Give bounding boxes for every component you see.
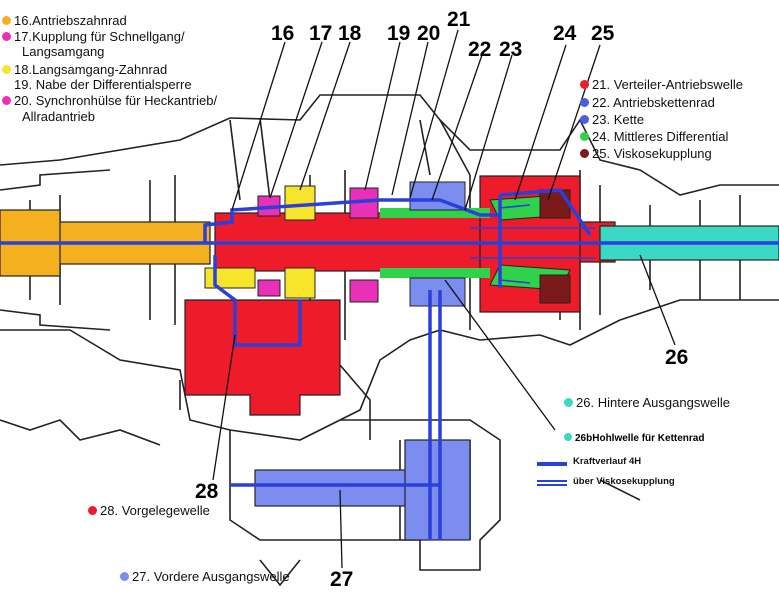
callout-19: 19 [387,22,411,45]
legend-24-dot [580,132,589,141]
flow-legend-visco: über Viskosekupplung [573,476,675,487]
legend-21-dot [580,80,589,89]
callout-22: 22 [468,38,492,61]
legend-25: 25. Viskosekupplung [580,147,712,161]
label-28-dot [88,506,97,515]
power-flow-4h [0,188,779,540]
legend-20: 20. Synchronhülse für Heckantrieb/ [2,94,217,108]
legend-22: 22. Antriebskettenrad [580,96,715,110]
flow-legend-4h: Kraftverlauf 4H [573,456,642,467]
flow-legend-visco-line [537,480,567,486]
flow-legend-4h-line [537,462,567,466]
label-27-dot [120,572,129,581]
label-28: 28. Vorgelegewelle [88,504,210,518]
callout-24: 24 [553,22,577,45]
callout-17: 17 [309,22,333,45]
legend-22-dot [580,98,589,107]
legend-25-dot [580,149,589,158]
legend-18: 18.Langsamgang-Zahnrad [2,63,167,77]
callout-26: 26 [665,346,689,369]
legend-20-dot [2,96,11,105]
viscous-coupling [539,189,571,219]
label-26-dot [564,398,573,407]
legend-23: 23. Kette [580,113,644,127]
countershaft [184,299,341,416]
label-26b: 26bHohlwelle für Kettenrad [564,428,704,446]
callout-20: 20 [417,22,441,45]
leader-lines [212,29,676,569]
legend-20-cont: Allradantrieb [22,109,95,124]
legend-17-cont: Langsamgang [22,44,105,59]
legend-17: 17.Kupplung für Schnellgang/ [2,30,185,44]
callout-27: 27 [330,568,354,591]
label-27: 27. Vordere Ausgangswelle [120,570,290,584]
legend-21: 21. Verteiler-Antriebswelle [580,78,743,92]
legend-16: 16.Antriebszahnrad [2,14,127,28]
label-26b-dot [564,433,572,441]
legend-19: 19. Nabe der Differentialsperre [14,77,192,92]
callout-23: 23 [499,38,523,61]
legend-16-dot [2,16,11,25]
legend-17-dot [2,32,11,41]
callout-28: 28 [195,480,219,503]
legend-23-dot [580,115,589,124]
legend-18-dot [2,65,11,74]
callout-25: 25 [591,22,615,45]
legend-24: 24. Mittleres Differential [580,130,728,144]
low-gear-lower [284,267,316,299]
callout-21: 21 [447,8,471,31]
callout-18: 18 [338,22,362,45]
callout-16: 16 [271,22,295,45]
label-26: 26. Hintere Ausgangswelle [564,396,730,410]
front-output-gear [404,439,471,541]
